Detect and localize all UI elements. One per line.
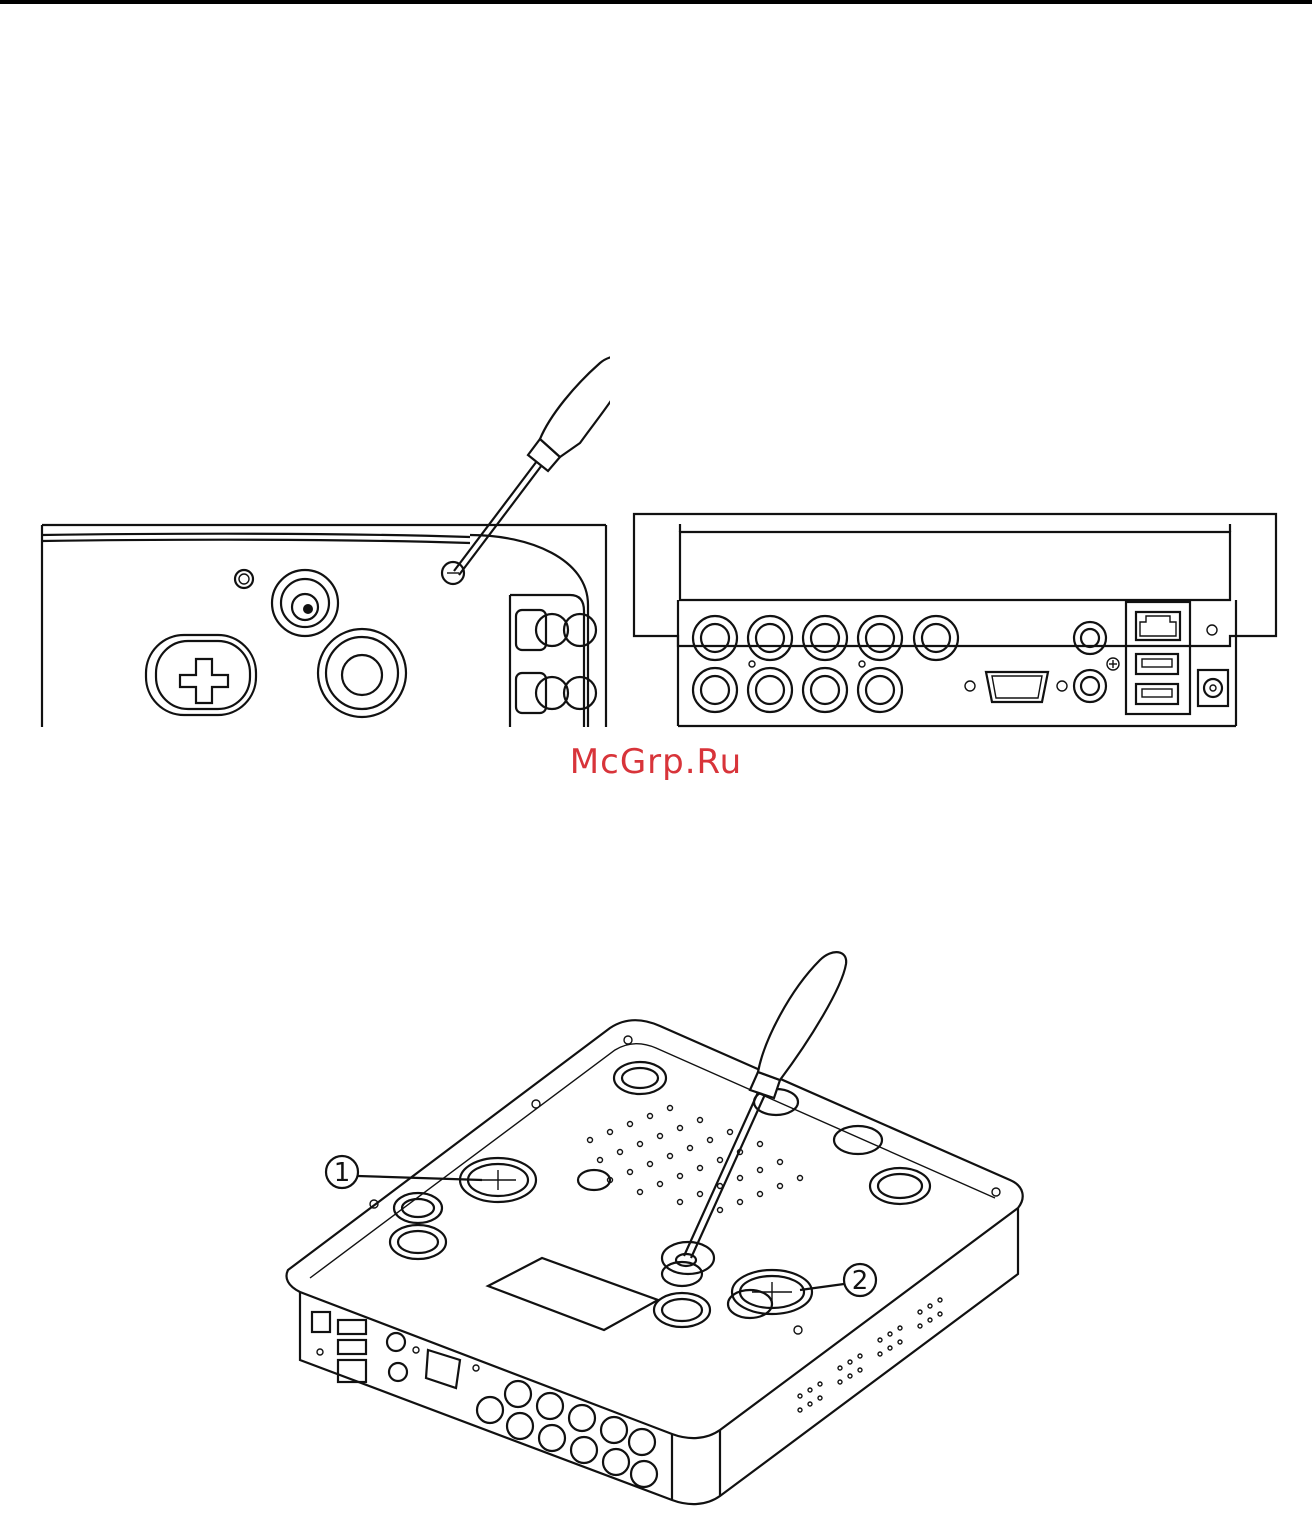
ground-symbol-icon: [1107, 658, 1119, 670]
bnc-row-bottom: [693, 661, 902, 712]
callout-1-label: 1: [334, 1158, 351, 1188]
network-usb-block: [1126, 602, 1190, 714]
bottom-view-figure: 1 2: [280, 940, 1040, 1525]
bottom-vent-grid: [588, 1106, 803, 1213]
rear-panel-figure: [630, 508, 1282, 730]
bnc-row-top: [693, 616, 958, 660]
callout-2-label: 2: [852, 1266, 869, 1296]
screwdriver-icon: [684, 952, 846, 1258]
screwdriver-icon: [454, 357, 610, 575]
rear-closeup-figure: [40, 345, 610, 730]
keyhole-foot-2: [732, 1270, 812, 1314]
bnc-cluster: [477, 1381, 657, 1487]
page-top-rule: [0, 0, 1312, 4]
vga-port: [965, 672, 1067, 702]
watermark-text: McGrp.Ru: [0, 742, 1312, 782]
